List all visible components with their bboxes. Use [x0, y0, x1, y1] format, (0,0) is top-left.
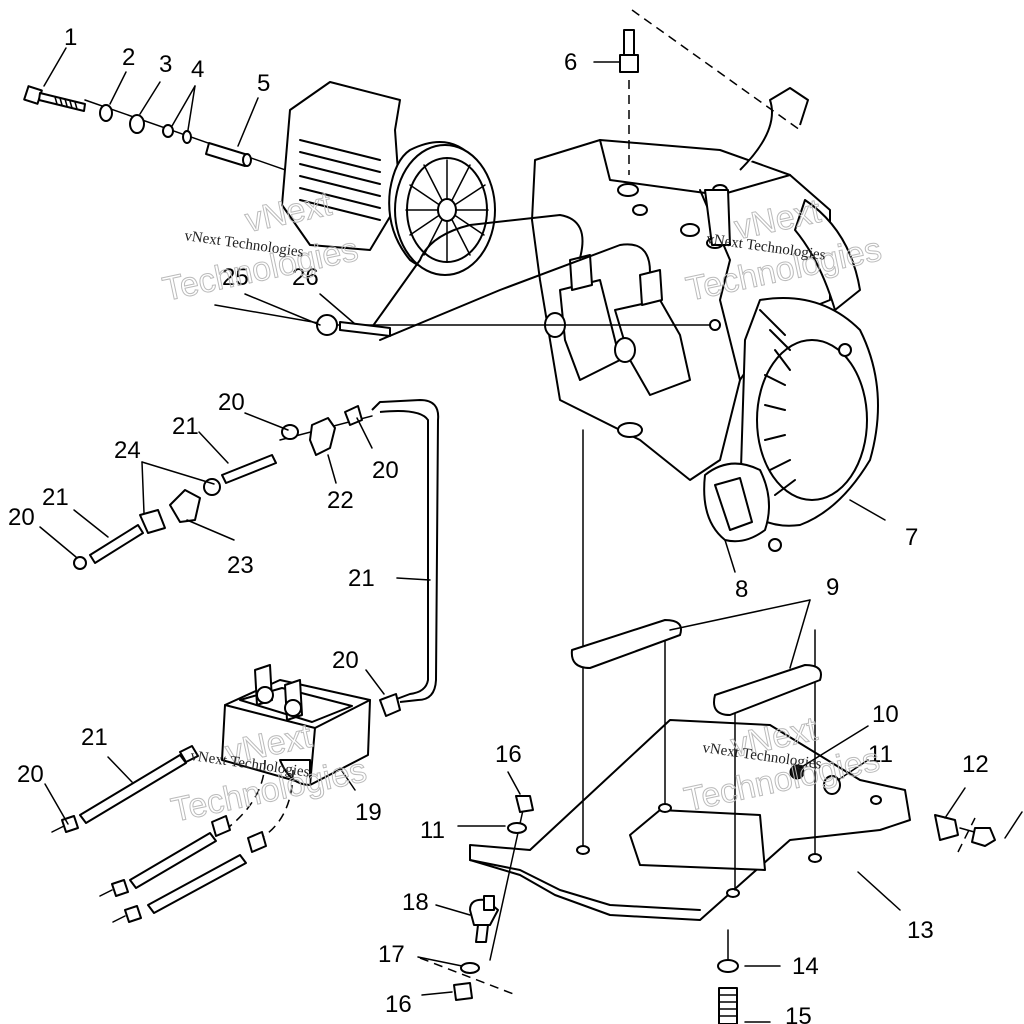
lower-fuel-lines	[51, 745, 267, 923]
callout-21d: 21	[81, 724, 108, 751]
oring-part-4a	[162, 124, 174, 138]
callout-23: 23	[227, 552, 254, 579]
callout-20a: 20	[218, 389, 245, 416]
callout-1: 1	[64, 24, 77, 51]
washer-part-3	[129, 114, 145, 134]
right-mount-hardware	[789, 764, 1023, 853]
cable-routing	[214, 304, 721, 337]
washer-part-11a	[823, 775, 841, 795]
callout-16a: 16	[495, 741, 522, 768]
cable-tie-part-25	[316, 314, 338, 336]
callout-25: 25	[222, 264, 249, 291]
callout-22: 22	[327, 487, 354, 514]
callout-19: 19	[355, 799, 382, 826]
fuel-filter-part-23	[169, 489, 201, 523]
leader-lines	[39, 47, 966, 1023]
isolator-part-12	[934, 814, 959, 841]
washer-part-17	[460, 962, 480, 974]
engine-block	[531, 87, 861, 481]
callout-18: 18	[402, 889, 429, 916]
callout-8: 8	[735, 576, 748, 603]
starter-handle-part-8	[703, 462, 770, 543]
callout-15: 15	[785, 1003, 812, 1024]
bolt-stack	[23, 85, 401, 211]
fuel-fitting-part-22	[309, 417, 336, 456]
mount-spacers-part-9	[570, 619, 822, 716]
bolt-part-1	[23, 85, 86, 112]
washer-part-2	[99, 104, 113, 122]
spacer-part-5	[205, 142, 252, 167]
bottom-stud-hardware	[717, 929, 739, 1024]
isolator-part-18	[469, 895, 499, 943]
recoil-starter-part-7	[739, 297, 879, 552]
callout-12: 12	[962, 751, 989, 778]
left-mount-hardware	[419, 795, 534, 1001]
callout-17: 17	[378, 941, 405, 968]
callout-21c: 21	[348, 565, 375, 592]
stud-part-15	[718, 987, 738, 1024]
callout-9: 9	[826, 574, 839, 601]
callout-20e: 20	[17, 761, 44, 788]
callout-6: 6	[564, 49, 577, 76]
callout-11a: 11	[868, 741, 893, 768]
drive-clutch	[281, 81, 496, 276]
nut-part-16b	[453, 982, 473, 1001]
mounting-plate-part-13	[469, 429, 911, 921]
washer-part-11b	[507, 822, 527, 834]
callout-11b: 11	[420, 817, 445, 844]
nut-part-16a	[515, 795, 534, 813]
spark-plug-part-6	[619, 9, 801, 175]
cable-sleeve-part-26	[339, 321, 391, 337]
oring-part-4b	[182, 130, 192, 144]
callout-20c: 20	[8, 504, 35, 531]
callout-13: 13	[907, 917, 934, 944]
callout-24: 24	[114, 437, 141, 464]
callout-7: 7	[905, 524, 918, 551]
lock-washer-part-14	[717, 959, 739, 973]
callout-14: 14	[792, 953, 819, 980]
callout-20d: 20	[332, 647, 359, 674]
callout-4: 4	[191, 56, 204, 83]
callout-21b: 21	[42, 484, 69, 511]
callout-2: 2	[122, 44, 135, 71]
carburetors	[369, 214, 691, 396]
fuel-pump-part-19	[221, 664, 371, 841]
callout-3: 3	[159, 51, 172, 78]
callout-labels: 1 2 3 4 5 6 7 8 9 10 11 12 13 14 15 16 1…	[8, 24, 989, 1024]
callout-20b: 20	[372, 457, 399, 484]
callout-21a: 21	[172, 413, 199, 440]
callout-26: 26	[292, 264, 319, 291]
fuel-system	[73, 399, 440, 717]
callout-10: 10	[872, 701, 899, 728]
callout-5: 5	[257, 70, 270, 97]
callout-16b: 16	[385, 991, 412, 1018]
